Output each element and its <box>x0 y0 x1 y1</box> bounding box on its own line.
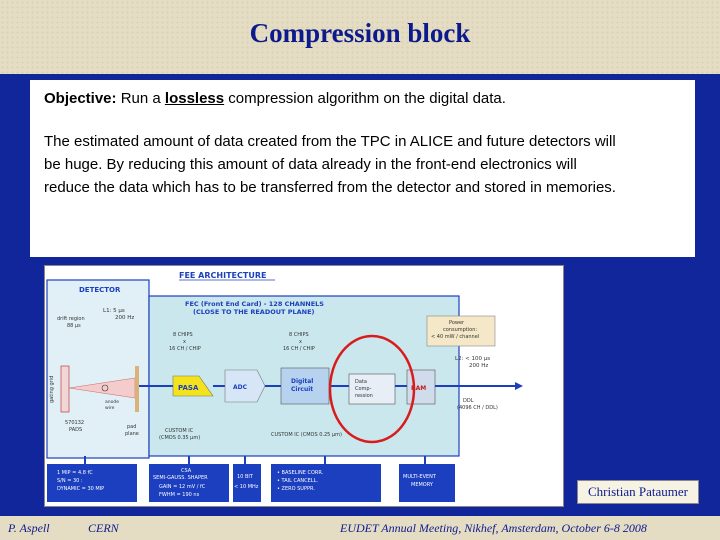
digital-label-1: Digital <box>291 378 313 385</box>
spec-1-line-3: DYNAMIC = 30 MIP <box>57 486 104 492</box>
footer-event: EUDET Annual Meeting, Nikhef, Amsterdam,… <box>340 521 647 535</box>
gating-grid-label: gating grid <box>49 376 55 403</box>
spec-2-line-1: CSA <box>181 468 192 474</box>
spec-2-line-2: SEMI-GAUSS. SHAPER <box>153 475 208 481</box>
l2-rate: 200 Hz <box>469 363 488 369</box>
spec-box-detector <box>47 464 137 502</box>
objective-emphasis: lossless <box>164 90 225 107</box>
chips-2c: 16 CH / CHIP <box>283 346 315 352</box>
compression-label-3: ression <box>355 393 373 399</box>
custom-ic-3: CUSTOM IC (CMOS 0.25 µm) <box>271 432 342 438</box>
objective-label: Objective: <box>44 90 117 107</box>
anode-wire-dot <box>101 384 109 392</box>
chips-1c: 16 CH / CHIP <box>169 346 201 352</box>
detector-label: DETECTOR <box>79 286 121 294</box>
spec-4-line-3: • ZERO SUPPR. <box>277 486 315 492</box>
chips-1b: x <box>183 339 186 345</box>
data-compression-block <box>348 373 396 405</box>
paragraph-line: be huge. By reducing this amount of data… <box>44 156 577 173</box>
diagram-title: FEE ARCHITECTURE <box>179 271 266 280</box>
adc-block <box>224 369 266 403</box>
objective-line: Objective: Run a lossless compression al… <box>44 90 506 107</box>
spec-1-line-1: 1 MIP = 4.8 fC <box>57 470 93 476</box>
objective-pre: Run a <box>116 90 165 107</box>
power-2: consumption: <box>443 327 477 333</box>
chips-1a: 8 CHIPS <box>173 332 193 338</box>
custom-ic-2: (CMOS 0.35 µm) <box>159 435 200 441</box>
spec-box-memory <box>399 464 455 502</box>
footer: P. Aspell CERN EUDET Annual Meeting, Nik… <box>0 516 720 540</box>
objective-post: compression algorithm on the digital dat… <box>224 90 506 107</box>
drift-label-1: drift region <box>57 316 85 322</box>
diagram-svg: FEE ARCHITECTURE DETECTOR drift region 8… <box>46 271 523 502</box>
anode-label: anode <box>105 399 119 405</box>
paragraph-line: The estimated amount of data created fro… <box>44 133 616 150</box>
pad-plane <box>135 366 139 412</box>
compression-label-1: Data <box>355 379 367 385</box>
spec-box-adc <box>233 464 261 502</box>
drift-label-2: 88 µs <box>67 323 81 329</box>
title-bar <box>0 0 720 74</box>
compression-highlight-circle <box>328 334 416 444</box>
slide-title: Compression block <box>249 18 471 48</box>
pasa-block <box>172 375 214 397</box>
text-box: Objective: Run a lossless compression al… <box>30 80 695 257</box>
spec-2-line-4: FWHM = 190 ns <box>159 492 200 498</box>
pad-plane-label-2: plane <box>125 431 139 437</box>
spec-5-line-1: MULTI-EVENT <box>403 474 437 480</box>
spec-3-line-2: < 10 MHz <box>234 484 259 490</box>
compression-label-2: Comp- <box>355 386 372 392</box>
description-paragraph: The estimated amount of data created fro… <box>44 130 692 199</box>
l1-label: L1: 5 µs <box>103 308 125 314</box>
fec-title-1: FEC (Front End Card) - 128 CHANNELS <box>185 300 324 308</box>
power-box <box>426 315 496 347</box>
paragraph-line: reduce the data which has to be transfer… <box>44 179 616 196</box>
power-1: Power <box>449 320 465 326</box>
author-signature: Christian Pataumer <box>577 480 699 504</box>
pads-label: PADS <box>69 427 82 433</box>
spec-4-line-1: • BASELINE CORR. <box>277 470 324 476</box>
chips-2a: 8 CHIPS <box>289 332 309 338</box>
spec-5-line-2: MEMORY <box>411 482 434 488</box>
wire-label: wire <box>105 405 115 411</box>
ddl-arrow <box>515 382 523 390</box>
ram-label: RAM <box>411 385 426 392</box>
digital-label-2: Circuit <box>291 386 313 393</box>
l2-label: L2: < 100 µs <box>455 356 490 362</box>
pad-plane-label-1: pad <box>127 424 136 430</box>
footer-org: CERN <box>88 521 119 535</box>
spec-3-line-1: 10 BIT <box>237 474 254 480</box>
fec-title-2: (CLOSE TO THE READOUT PLANE) <box>193 308 315 316</box>
spec-2-line-3: GAIN = 12 mV / fC <box>159 484 206 490</box>
fee-architecture-diagram: FEE ARCHITECTURE DETECTOR drift region 8… <box>44 265 564 507</box>
spec-4-line-2: • TAIL CANCELL. <box>277 478 318 484</box>
custom-ic-1: CUSTOM IC <box>165 428 194 434</box>
spec-1-line-2: S/N = 30 : <box>57 478 83 484</box>
adc-label: ADC <box>233 384 248 391</box>
pads-count: 570132 <box>65 420 84 426</box>
l1-rate: 200 Hz <box>115 315 134 321</box>
pasa-label: PASA <box>178 384 199 392</box>
spec-box-digital <box>271 464 381 502</box>
power-3: < 40 mW / channel <box>431 334 479 340</box>
gating-grid <box>60 365 70 413</box>
spec-box-shaper <box>149 464 229 502</box>
chips-2b: x <box>299 339 302 345</box>
ddl-label-1: DDL <box>463 398 474 404</box>
footer-author: P. Aspell <box>8 521 50 535</box>
ddl-label-2: (4096 CH / DDL) <box>457 405 498 411</box>
